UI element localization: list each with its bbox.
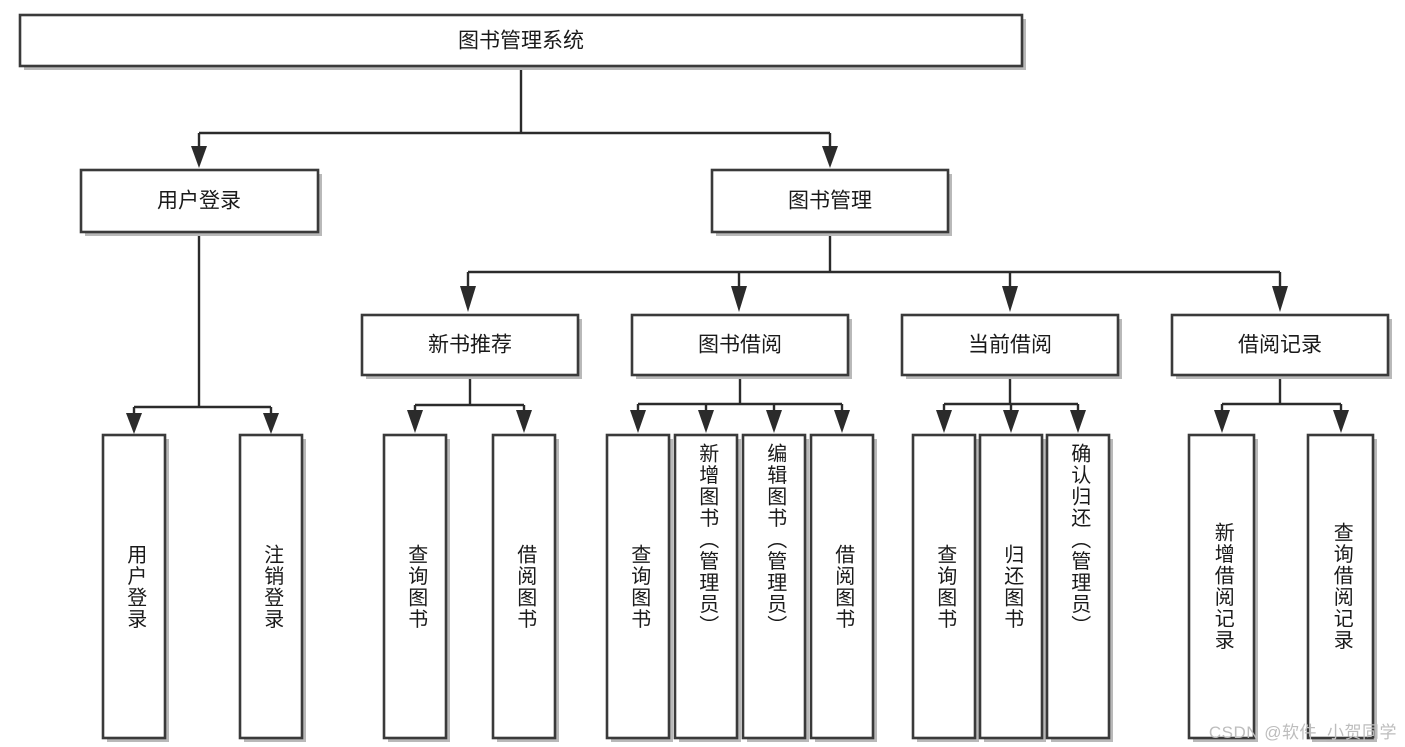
- arrow-cb-confirm-return: [1070, 410, 1086, 433]
- leaf-cb-query-book[interactable]: [911, 433, 979, 742]
- node-user-login[interactable]: 用户登录: [79, 168, 322, 236]
- arrow-cb-return-book: [1003, 410, 1019, 433]
- node-book-management-label: 图书管理: [788, 190, 872, 213]
- arrow-nb-borrow-book: [516, 410, 532, 433]
- arrow-leaf-user-login: [126, 413, 142, 434]
- node-new-book-recommend-label: 新书推荐: [428, 334, 512, 357]
- node-book-borrow-label: 图书借阅: [698, 334, 782, 357]
- arrow-to-new-book-rec: [460, 286, 476, 312]
- node-book-management[interactable]: 图书管理: [710, 168, 952, 236]
- edges-layer: [126, 66, 1349, 434]
- leaf-bb-edit-book[interactable]: [741, 433, 809, 742]
- leaf-bb-query-book[interactable]: [605, 433, 673, 742]
- leaf-bb-add-book[interactable]: [673, 433, 741, 742]
- leaf-cb-return-book[interactable]: [978, 433, 1046, 742]
- leaf-nb-query-book[interactable]: [382, 433, 450, 742]
- leaf-cb-confirm-return[interactable]: [1045, 433, 1113, 742]
- arrow-bb-edit-book: [766, 410, 782, 433]
- arrow-bb-query-book: [630, 410, 646, 433]
- arrow-to-current-borrow: [1002, 286, 1018, 312]
- leaf-nb-borrow-book[interactable]: [491, 433, 559, 742]
- node-borrow-record-label: 借阅记录: [1238, 334, 1322, 357]
- node-user-login-label: 用户登录: [157, 190, 241, 213]
- leaf-user-login[interactable]: [101, 433, 169, 742]
- arrow-to-book-management: [822, 146, 838, 168]
- node-root-label: 图书管理系统: [458, 30, 584, 53]
- arrow-to-book-borrow: [731, 286, 747, 312]
- node-root[interactable]: 图书管理系统: [18, 13, 1026, 70]
- nodes-layer: 图书管理系统 用户登录 图书管理 新书推荐: [18, 13, 1392, 742]
- leaf-br-add-record[interactable]: [1187, 433, 1258, 742]
- node-book-borrow[interactable]: 图书借阅: [630, 313, 852, 379]
- arrow-br-add-record: [1214, 410, 1230, 433]
- node-new-book-recommend[interactable]: 新书推荐: [360, 313, 582, 379]
- arrow-to-borrow-record: [1272, 286, 1288, 312]
- watermark-text: CSDN @软件_小贺同学: [1208, 723, 1397, 742]
- arrow-bb-add-book: [698, 410, 714, 433]
- arrow-to-user-login: [191, 146, 207, 168]
- arrow-cb-query-book: [936, 410, 952, 433]
- leaf-br-query-record[interactable]: [1306, 433, 1377, 742]
- leaf-bb-borrow-book[interactable]: [809, 433, 877, 742]
- arrow-nb-query-book: [407, 410, 423, 433]
- node-current-borrow-label: 当前借阅: [968, 334, 1052, 357]
- leaf-logout-login[interactable]: [238, 433, 306, 742]
- node-borrow-record[interactable]: 借阅记录: [1170, 313, 1392, 379]
- arrow-leaf-logout-login: [263, 413, 279, 434]
- node-current-borrow[interactable]: 当前借阅: [900, 313, 1122, 379]
- arrow-bb-borrow-book: [834, 410, 850, 433]
- arrow-br-query-record: [1333, 410, 1349, 433]
